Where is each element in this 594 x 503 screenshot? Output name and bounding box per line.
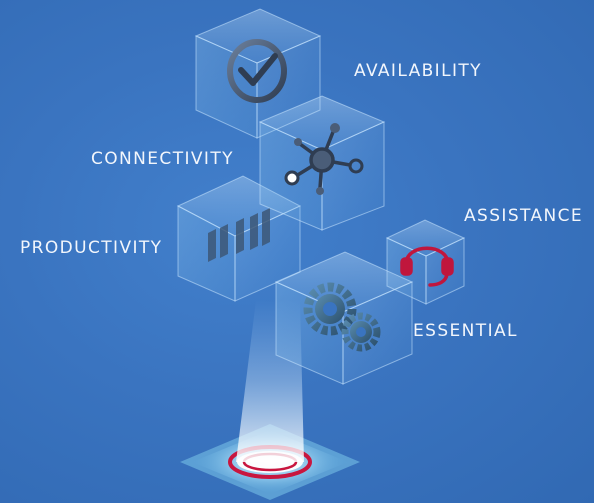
network-nodes-icon [284,123,364,195]
essential-cube [274,251,414,385]
essential-label: ESSENTIAL [413,321,518,341]
gears-icon [303,282,381,352]
connectivity-label: CONNECTIVITY [91,149,234,169]
check-circle-icon [227,39,287,103]
assistance-label: ASSISTANCE [464,206,584,226]
assistance-cube [385,219,466,305]
connectivity-cube [258,95,386,231]
productivity-label: PRODUCTIVITY [20,238,163,258]
headset-icon [400,246,454,287]
availability-label: AVAILABILITY [354,61,482,81]
bar-chart-icon [208,208,270,262]
